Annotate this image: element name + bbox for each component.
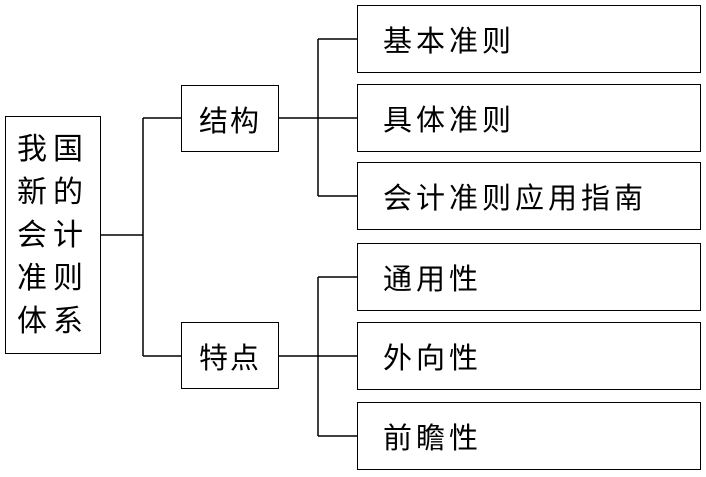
leaf-node-outward-orientation: 外向性 <box>357 322 701 390</box>
root-node-label: 我国新的会计准则体系 <box>17 131 89 339</box>
branch-node-structure: 结构 <box>181 85 279 152</box>
leaf-node-label: 具体准则 <box>383 103 516 137</box>
leaf-node-label: 外向性 <box>383 341 483 375</box>
leaf-node-label: 基本准则 <box>383 24 516 58</box>
leaf-node-label: 会计准则应用指南 <box>383 181 648 215</box>
leaf-node-forward-looking: 前瞻性 <box>357 402 701 470</box>
leaf-node-universality: 通用性 <box>357 243 701 311</box>
leaf-node-specific-standards: 具体准则 <box>357 84 701 152</box>
branch-node-features-label: 特点 <box>198 340 261 375</box>
root-node: 我国新的会计准则体系 <box>5 116 101 354</box>
leaf-node-application-guide: 会计准则应用指南 <box>357 162 701 230</box>
branch-node-structure-label: 结构 <box>198 103 261 138</box>
branch-node-features: 特点 <box>181 322 279 389</box>
leaf-node-label: 通用性 <box>383 262 483 296</box>
leaf-node-basic-standard: 基本准则 <box>357 5 701 73</box>
leaf-node-label: 前瞻性 <box>383 421 483 455</box>
